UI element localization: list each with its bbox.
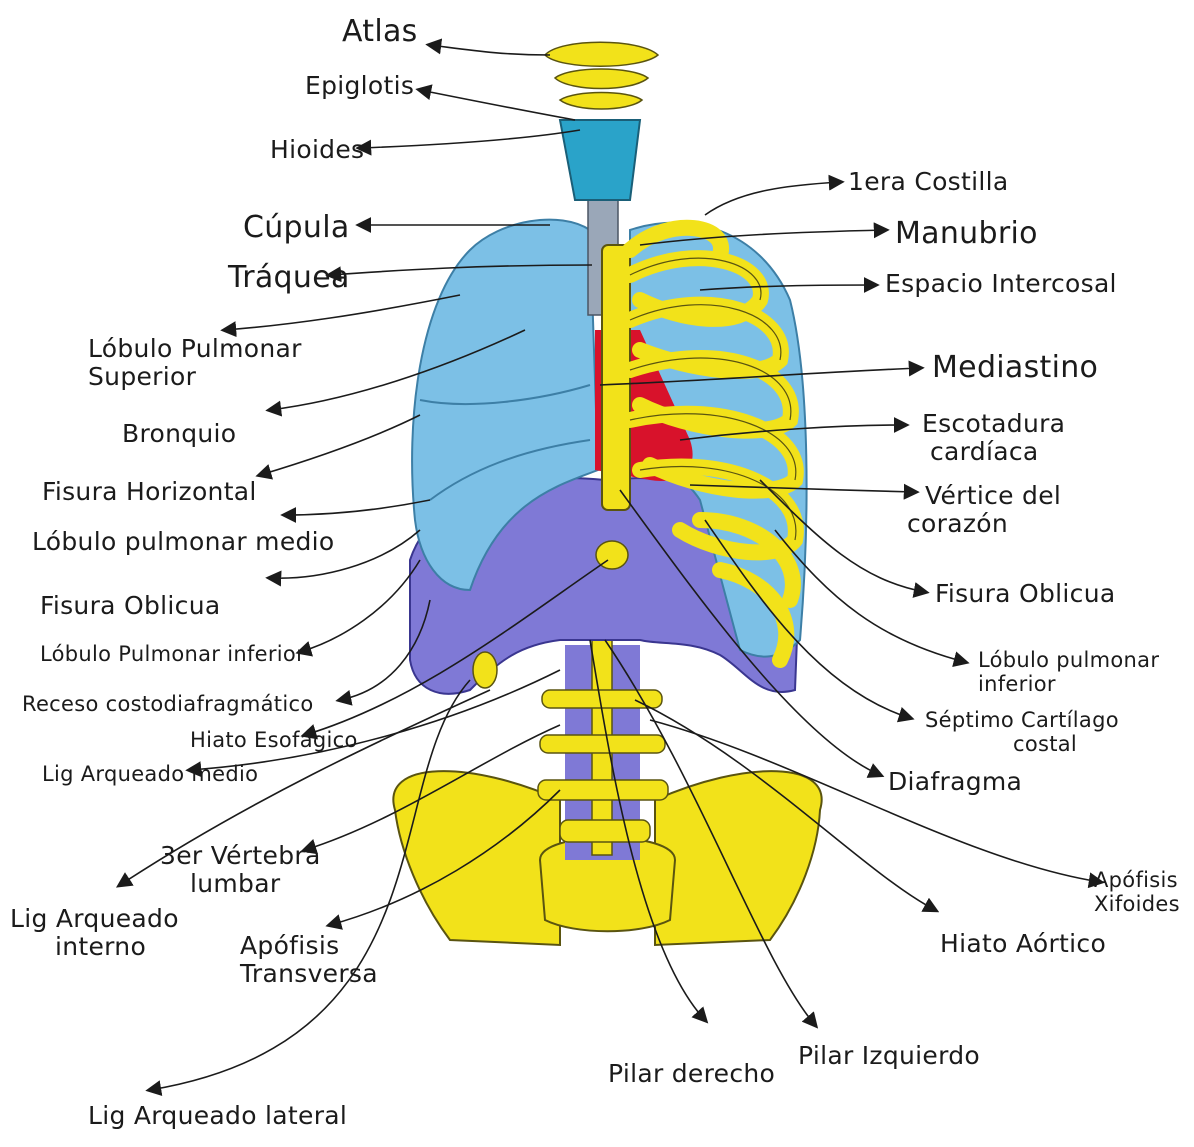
label-cupula: Cúpula	[243, 212, 350, 244]
label-fisura-oblicua-left: Fisura Oblicua	[40, 592, 220, 620]
label-lobulo-inferior-left: Lóbulo Pulmonar inferior	[40, 642, 305, 666]
label-hiato-aortico: Hiato Aórtico	[940, 930, 1106, 958]
label-xifoides-line2: Xifoides	[1094, 892, 1180, 916]
label-apofisis-transversa: Apófisis Transversa	[240, 932, 378, 988]
label-fisura-oblicua-right: Fisura Oblicua	[935, 580, 1115, 608]
label-escotadura-line1: Escotadura	[922, 410, 1065, 438]
label-bronquio: Bronquio	[122, 420, 236, 448]
label-apofisis-transversa-line2: Transversa	[240, 960, 378, 988]
label-fisura-horizontal: Fisura Horizontal	[42, 478, 257, 506]
label-lig-interno-line1: Lig Arqueado	[10, 905, 179, 933]
label-lobulo-medio: Lóbulo pulmonar medio	[32, 528, 335, 556]
label-lig-interno: Lig Arqueado interno	[10, 905, 179, 961]
label-xifoides: Apófisis Xifoides	[1094, 868, 1180, 916]
label-espacio: Espacio Intercosal	[885, 270, 1117, 298]
label-lig-interno-line2: interno	[10, 933, 179, 961]
label-apofisis-transversa-line1: Apófisis	[240, 932, 378, 960]
label-vertice-line2: corazón	[907, 510, 1061, 538]
label-escotadura-line2: cardíaca	[922, 438, 1065, 466]
label-pilar-izquierdo: Pilar Izquierdo	[798, 1042, 980, 1070]
label-lobulo-superior-line2: Superior	[88, 363, 302, 391]
label-manubrio: Manubrio	[895, 218, 1038, 250]
label-xifoides-line1: Apófisis	[1094, 868, 1180, 892]
label-lobulo-superior: Lóbulo Pulmonar Superior	[88, 335, 302, 391]
cervical-spine	[545, 42, 658, 109]
label-lig-medio: Lig Arqueado medio	[42, 762, 258, 786]
label-mediastino: Mediastino	[932, 352, 1098, 384]
label-septimo: Séptimo Cartílago costal	[925, 708, 1119, 756]
label-hiato-esofagico: Hiato Esofágico	[190, 728, 358, 752]
label-escotadura: Escotadura cardíaca	[922, 410, 1065, 466]
label-diafragma: Diafragma	[888, 768, 1022, 796]
label-lobulo-inferior-right-line2: inferior	[978, 672, 1159, 696]
label-vertebra-line1: 3er Vértebra	[160, 842, 321, 870]
label-vertebra: 3er Vértebra lumbar	[160, 842, 321, 898]
label-hioides: Hioides	[270, 136, 364, 164]
label-lobulo-inferior-right: Lóbulo pulmonar inferior	[978, 648, 1159, 696]
label-vertice: Vértice del corazón	[925, 482, 1061, 538]
label-traquea: Tráquea	[228, 262, 350, 294]
label-lig-lateral: Lig Arqueado lateral	[88, 1102, 347, 1130]
sternum	[602, 245, 630, 510]
label-costilla: 1era Costilla	[848, 168, 1008, 196]
label-pilar-derecho: Pilar derecho	[608, 1060, 775, 1088]
label-receso: Receso costodiafragmático	[22, 692, 313, 716]
label-lobulo-inferior-right-line1: Lóbulo pulmonar	[978, 648, 1159, 672]
label-vertebra-line2: lumbar	[160, 870, 321, 898]
label-vertice-line1: Vértice del	[925, 482, 1061, 510]
label-epiglotis: Epiglotis	[305, 72, 414, 100]
label-lobulo-superior-line1: Lóbulo Pulmonar	[88, 335, 302, 363]
label-atlas: Atlas	[342, 16, 418, 48]
label-septimo-line2: costal	[925, 732, 1119, 756]
label-septimo-line1: Séptimo Cartílago	[925, 708, 1119, 732]
